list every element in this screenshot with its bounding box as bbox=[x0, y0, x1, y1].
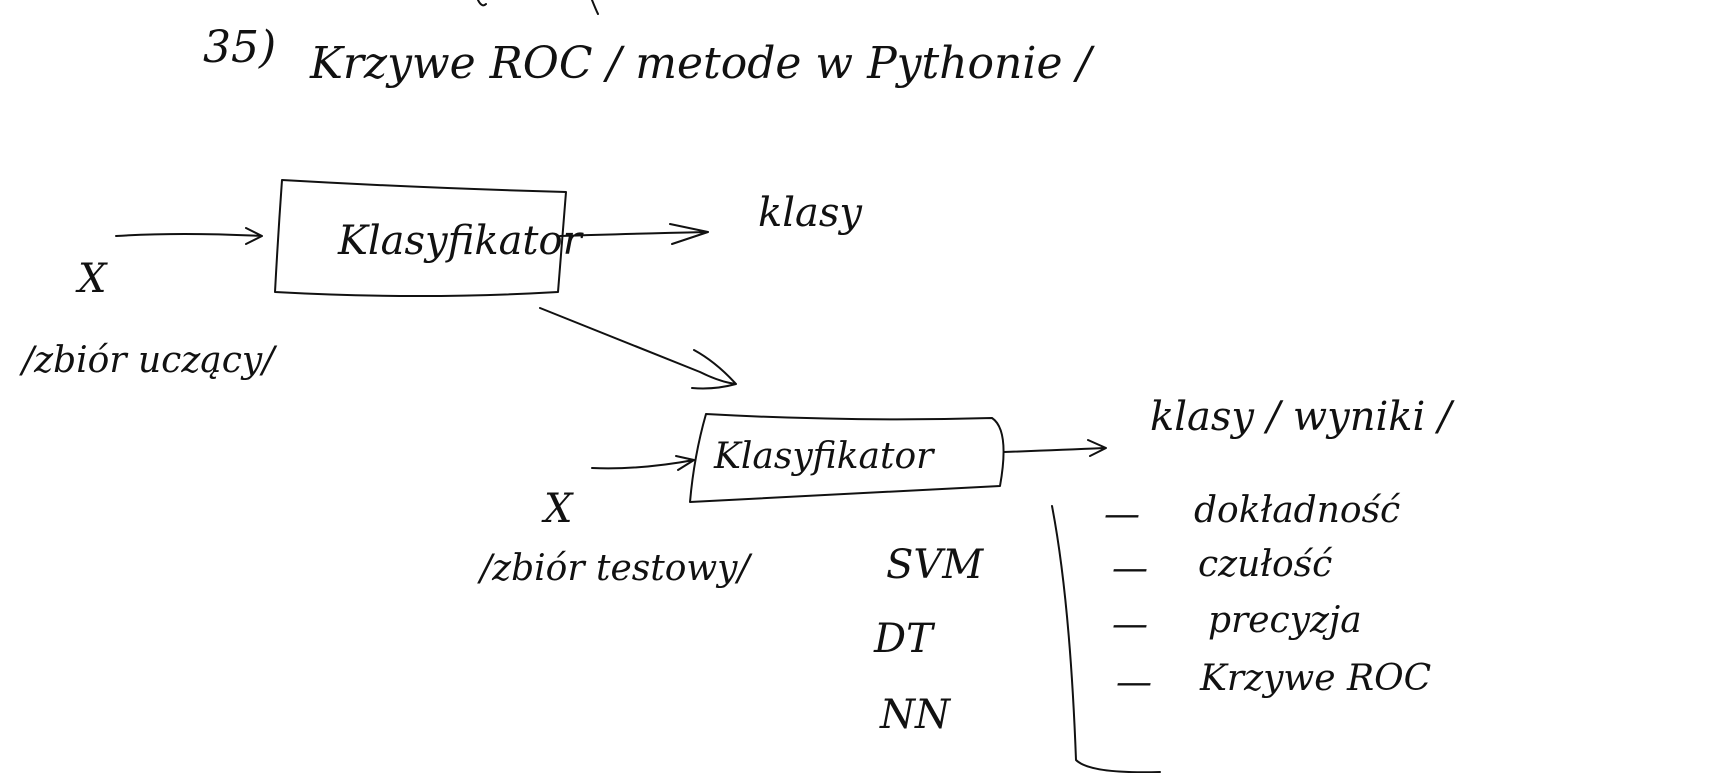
model-nn: NN bbox=[879, 692, 952, 738]
bottom-input-symbol: X bbox=[541, 486, 574, 532]
bottom-input-caption: /zbiór testowy/ bbox=[477, 548, 754, 589]
heading-number: 35) bbox=[203, 22, 276, 73]
top-classifier-label: Klasyfikator bbox=[337, 218, 585, 264]
metric-dash-roc: — bbox=[1116, 662, 1152, 703]
metric-roc: Krzywe ROC bbox=[1199, 658, 1431, 699]
top-input-symbol: X bbox=[75, 256, 108, 302]
top-stray-stroke bbox=[477, 0, 599, 15]
top-classifier-box bbox=[274, 179, 567, 297]
top-input-caption: /zbiór uczący/ bbox=[19, 340, 278, 381]
bottom-classifier-label: Klasyfikator bbox=[713, 436, 935, 477]
metric-dash-recall: — bbox=[1112, 548, 1148, 589]
metric-precision: precyzja bbox=[1208, 600, 1362, 641]
metrics-bracket bbox=[1051, 505, 1161, 773]
bottom-input-arrow bbox=[591, 455, 695, 471]
metric-recall: czułość bbox=[1198, 544, 1333, 585]
model-dt: DT bbox=[873, 616, 936, 662]
bottom-classifier-box bbox=[689, 413, 1005, 503]
model-svm: SVM bbox=[886, 542, 984, 588]
top-output-arrow bbox=[559, 223, 709, 245]
top-input-arrow bbox=[115, 227, 263, 245]
connector-arrow bbox=[539, 307, 737, 390]
bottom-output-label: klasy / wyniki / bbox=[1150, 394, 1455, 440]
metric-dash-precision: — bbox=[1112, 604, 1148, 645]
heading-title: Krzywe ROC / metode w Pythonie / bbox=[309, 38, 1095, 89]
metric-dash-accuracy: — bbox=[1104, 494, 1140, 535]
metric-accuracy: dokładność bbox=[1194, 490, 1401, 531]
top-output-label: klasy bbox=[758, 190, 863, 236]
bottom-output-arrow bbox=[1003, 439, 1107, 457]
